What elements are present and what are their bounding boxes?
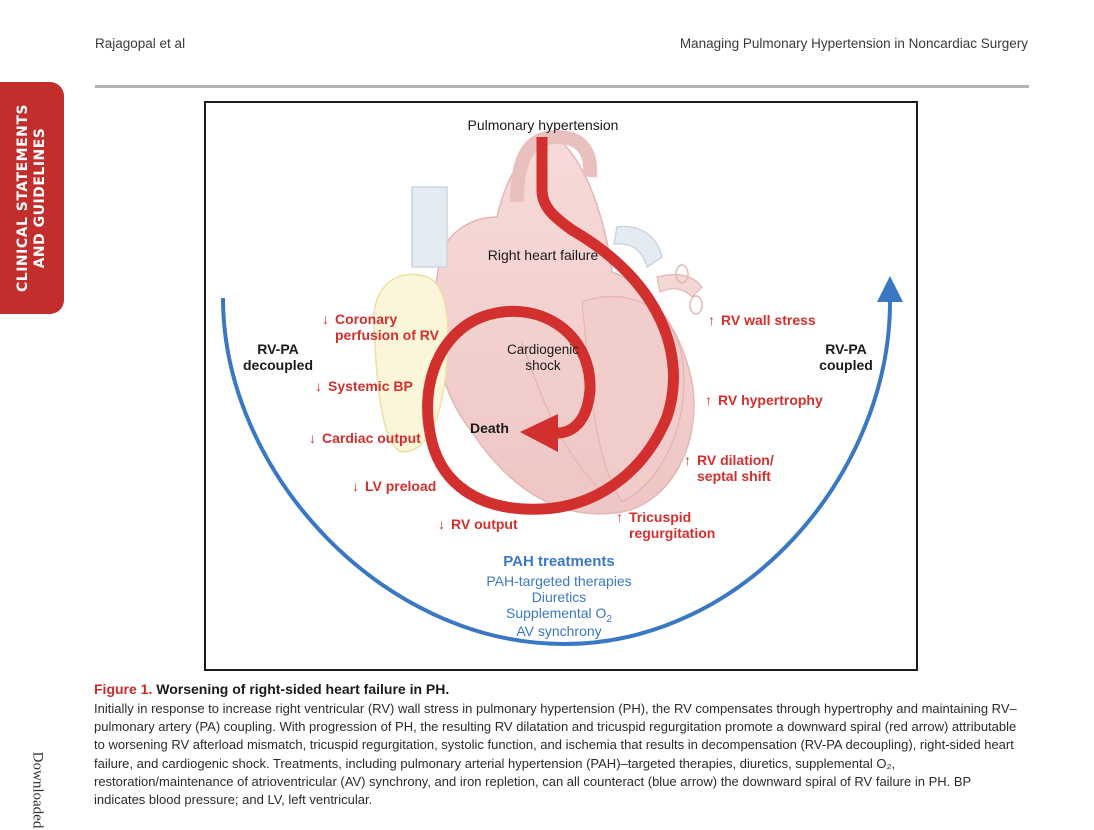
label-rv-pa-decoupled-2: decoupled bbox=[243, 357, 313, 373]
label-rv-dilation-line-1: RV dilation/ bbox=[697, 452, 774, 468]
figure-frame: Pulmonary hypertension Right heart failu… bbox=[204, 101, 918, 671]
red-arrowhead bbox=[520, 414, 558, 452]
label-pulmonary-hypertension: Pulmonary hypertension bbox=[468, 117, 619, 133]
label-rv-output: RV output bbox=[451, 516, 518, 532]
label-rv-pa-coupled-2: coupled bbox=[819, 357, 873, 373]
figure-diagram: Pulmonary hypertension Right heart failu… bbox=[221, 117, 903, 647]
arrow-up-tricuspid-icon: ↑ bbox=[616, 509, 623, 525]
supplemental-o2-subscript: 2 bbox=[606, 614, 612, 625]
label-rv-dilation-line-2: septal shift bbox=[697, 468, 771, 484]
label-av-synchrony: AV synchrony bbox=[516, 623, 601, 639]
label-supplemental-o2: Supplemental O2 bbox=[506, 605, 612, 625]
blue-arc bbox=[221, 297, 892, 647]
label-lv-preload: LV preload bbox=[365, 478, 436, 494]
label-rv-pa-coupled-1: RV-PA bbox=[825, 341, 867, 357]
caption-label: Figure 1. bbox=[94, 681, 153, 697]
arrow-down-systemic-bp-icon: ↓ bbox=[315, 378, 322, 394]
label-tricuspid-line-2: regurgitation bbox=[629, 525, 715, 541]
header-rule bbox=[95, 85, 1029, 88]
section-side-tab: CLINICAL STATEMENTS AND GUIDELINES bbox=[0, 82, 64, 314]
vessel-opening-2 bbox=[689, 295, 703, 315]
arrow-down-lv-preload-icon: ↓ bbox=[352, 478, 359, 494]
aorta-arch bbox=[510, 129, 598, 203]
label-systemic-bp: Systemic BP bbox=[328, 378, 413, 394]
pulmonary-vessel-right bbox=[656, 273, 703, 298]
label-rv-hypertrophy: RV hypertrophy bbox=[718, 392, 823, 408]
caption-title-text: Worsening of right-sided heart failure i… bbox=[156, 681, 450, 697]
label-right-heart-failure: Right heart failure bbox=[488, 247, 599, 263]
vena-cava bbox=[411, 186, 448, 268]
label-tricuspid-line-1: Tricuspid bbox=[629, 509, 691, 525]
supplemental-o2-text: Supplemental O bbox=[506, 605, 607, 621]
side-tab-line-1: CLINICAL STATEMENTS bbox=[15, 104, 31, 292]
arrow-down-rv-output-icon: ↓ bbox=[438, 516, 445, 532]
label-rv-pa-decoupled-1: RV-PA bbox=[257, 341, 299, 357]
arrow-down-cardiac-output-icon: ↓ bbox=[309, 430, 316, 446]
arrow-down-coronary-icon: ↓ bbox=[322, 311, 329, 327]
label-death: Death bbox=[470, 420, 509, 436]
label-coronary-line-2: perfusion of RV bbox=[335, 327, 440, 343]
label-cardiac-output: Cardiac output bbox=[322, 430, 421, 446]
label-pah-targeted: PAH-targeted therapies bbox=[486, 573, 631, 589]
blue-arc-arrow bbox=[221, 276, 903, 647]
arrow-up-rv-dilation-icon: ↑ bbox=[684, 452, 691, 468]
side-tab-text: CLINICAL STATEMENTS AND GUIDELINES bbox=[15, 104, 49, 292]
caption-title: Figure 1. Worsening of right-sided heart… bbox=[94, 681, 1024, 697]
red-spiral bbox=[422, 137, 679, 515]
blue-arrowhead bbox=[877, 276, 903, 302]
label-cardiogenic-line-2: shock bbox=[525, 358, 561, 373]
vessel-opening-1 bbox=[675, 264, 689, 284]
arrow-up-rv-hypertrophy-icon: ↑ bbox=[705, 392, 712, 408]
figure-caption: Figure 1. Worsening of right-sided heart… bbox=[94, 681, 1024, 809]
label-rv-wall-stress: RV wall stress bbox=[721, 312, 816, 328]
side-tab-line-2: AND GUIDELINES bbox=[32, 127, 48, 269]
label-diuretics: Diuretics bbox=[532, 589, 586, 605]
label-pah-treatments: PAH treatments bbox=[503, 553, 614, 570]
pulmonary-vein bbox=[613, 225, 663, 269]
label-coronary-line-1: Coronary bbox=[335, 311, 397, 327]
label-cardiogenic-line-1: Cardiogenic bbox=[507, 342, 579, 357]
caption-body: Initially in response to increase right … bbox=[94, 701, 1017, 808]
arrow-up-rv-wall-stress-icon: ↑ bbox=[708, 312, 715, 328]
running-header-title: Managing Pulmonary Hypertension in Nonca… bbox=[679, 36, 1028, 51]
running-header-authors: Rajagopal et al bbox=[95, 36, 186, 51]
downloaded-margin-note: Downloaded bbox=[29, 751, 46, 829]
red-spiral-arrow bbox=[422, 137, 679, 515]
